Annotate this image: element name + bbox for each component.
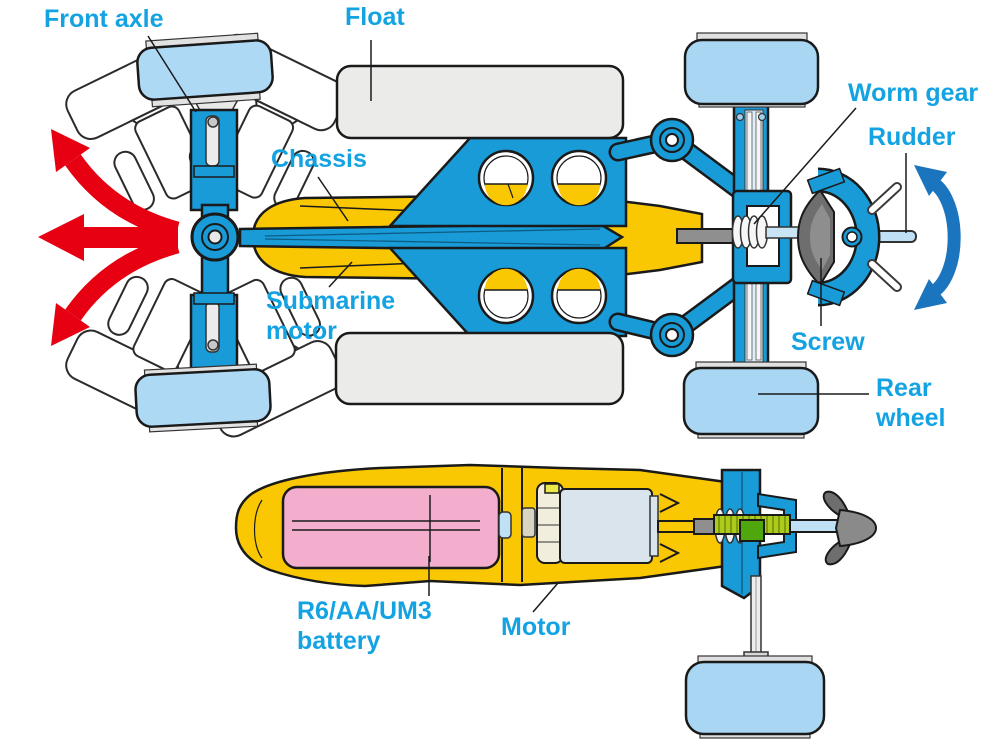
label-float: Float: [345, 3, 405, 31]
rear-wheel-upper: [683, 32, 820, 108]
front-wheel-lower: [134, 363, 272, 433]
battery-contact: [498, 511, 512, 539]
axle-bolt: [207, 339, 219, 351]
float-lower: [334, 331, 625, 406]
front-axle-assembly: [189, 95, 242, 373]
label-front-axle: Front axle: [44, 5, 164, 33]
screw-propeller-side-view: [822, 490, 878, 566]
worm-gear-bottom-view: [713, 508, 849, 544]
rear-wheel-lower: [682, 361, 820, 439]
front-wheel-upper: [136, 32, 274, 108]
motor-body: [559, 488, 653, 564]
drive-shaft-top-view: [676, 228, 736, 244]
battery: [281, 485, 501, 570]
pivot-roller: [649, 117, 695, 163]
rear-suspension-arms: [608, 117, 752, 358]
steering-direction-arrow-icon: [38, 129, 180, 346]
label-worm-gear: Worm gear: [848, 79, 979, 107]
label-rudder: Rudder: [868, 123, 956, 151]
label-submarine-motor: Submarine motor: [266, 287, 396, 345]
label-battery: R6/AA/UM3 battery: [297, 597, 432, 655]
rudder-swing-arrow-icon: [914, 165, 961, 310]
rudder-pins: [867, 182, 902, 292]
label-rear-wheel: Rear wheel: [876, 374, 946, 432]
worm-gear-assembly: [731, 189, 819, 285]
label-chassis: Chassis: [271, 145, 367, 173]
motor-assembly: [498, 468, 725, 582]
steering-pivot: [190, 212, 240, 262]
rear-wheel-side-view: [684, 655, 826, 739]
motor-shaft: [657, 520, 695, 533]
chassis-plate-lower: [387, 246, 628, 338]
leader-lines: [147, 35, 907, 613]
axle-bolt: [207, 116, 219, 128]
float-upper: [335, 64, 625, 140]
label-screw: Screw: [791, 328, 865, 356]
chassis-plate-upper: [387, 136, 628, 228]
screw-propeller-top-view: [796, 167, 881, 307]
pivot-roller: [649, 312, 695, 358]
label-motor: Motor: [501, 613, 571, 641]
